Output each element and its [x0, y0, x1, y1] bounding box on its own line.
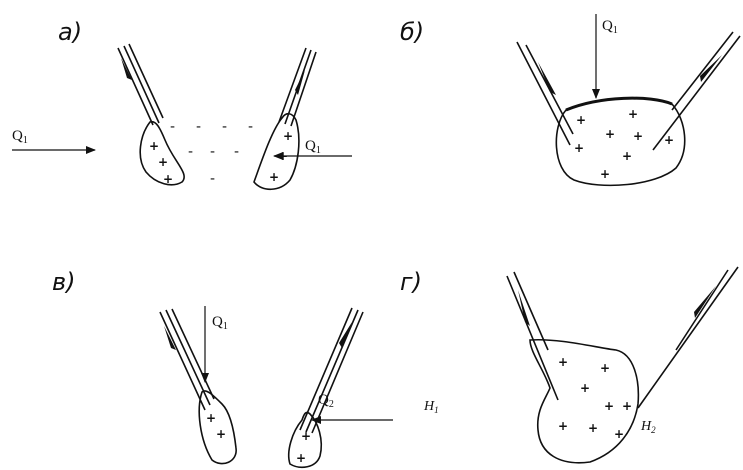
panel-v-height-label: H1 [423, 399, 439, 415]
plus-sign: + [149, 139, 159, 153]
wire-feed-arrow-icon [538, 62, 556, 95]
svg-text:-: - [210, 144, 215, 160]
panel-a-left-electrode [118, 44, 163, 125]
svg-text:-: - [234, 144, 239, 160]
plus-sign: + [605, 127, 615, 141]
panel-g: г) + + + + + + + + H2 [400, 267, 738, 463]
plus-sign: + [633, 129, 643, 143]
plus-sign: + [628, 107, 638, 121]
plus-sign: + [574, 141, 584, 155]
panel-a-left-flow-label: Q1 [12, 128, 28, 146]
panel-v-label: в) [52, 268, 76, 296]
plus-sign: + [614, 427, 624, 441]
plus-sign: + [296, 451, 306, 465]
plus-sign: + [600, 167, 610, 181]
panel-a-dashes: - - - - - - - - [170, 119, 253, 187]
panel-g-height-label: H2 [640, 419, 656, 435]
panel-b-left-electrode [517, 42, 570, 145]
svg-text:-: - [248, 119, 253, 135]
panel-a-right-flow-label: Q1 [305, 138, 321, 156]
plus-sign: + [283, 129, 293, 143]
panel-v-right-flow-label: Q2 [318, 392, 334, 410]
panel-a-label: а) [58, 18, 82, 46]
panel-v: в) + + + + Q1 Q2 H1 [52, 268, 439, 467]
plus-sign: + [558, 419, 568, 433]
plus-sign: + [622, 149, 632, 163]
plus-sign: + [622, 399, 632, 413]
plus-sign: + [664, 133, 674, 147]
svg-text:-: - [170, 119, 175, 135]
plus-sign: + [558, 355, 568, 369]
panel-b-flow-label: Q1 [602, 18, 618, 36]
svg-text:-: - [188, 144, 193, 160]
plus-sign: + [301, 429, 311, 443]
plus-sign: + [588, 421, 598, 435]
plus-sign: + [216, 427, 226, 441]
panel-b: б) + + + + + + + + Q1 [400, 14, 740, 185]
plus-sign: + [206, 411, 216, 425]
plus-sign: + [600, 361, 610, 375]
panel-a: а) + + + + + + - - - - - - [12, 18, 352, 189]
panel-b-label: б) [400, 18, 424, 46]
plus-sign: + [163, 172, 173, 186]
panel-g-right-electrode [638, 267, 738, 408]
panel-v-left-electrode [160, 312, 205, 410]
plus-sign: + [604, 399, 614, 413]
svg-text:-: - [210, 171, 215, 187]
plus-sign: + [269, 170, 279, 184]
svg-text:-: - [222, 119, 227, 135]
panel-g-left-electrode [507, 276, 558, 400]
panel-v-top-flow-label: Q1 [212, 314, 228, 332]
svg-text:-: - [196, 119, 201, 135]
panel-g-label: г) [400, 268, 422, 296]
plus-sign: + [158, 155, 168, 169]
plus-sign: + [576, 113, 586, 127]
plus-sign: + [580, 381, 590, 395]
